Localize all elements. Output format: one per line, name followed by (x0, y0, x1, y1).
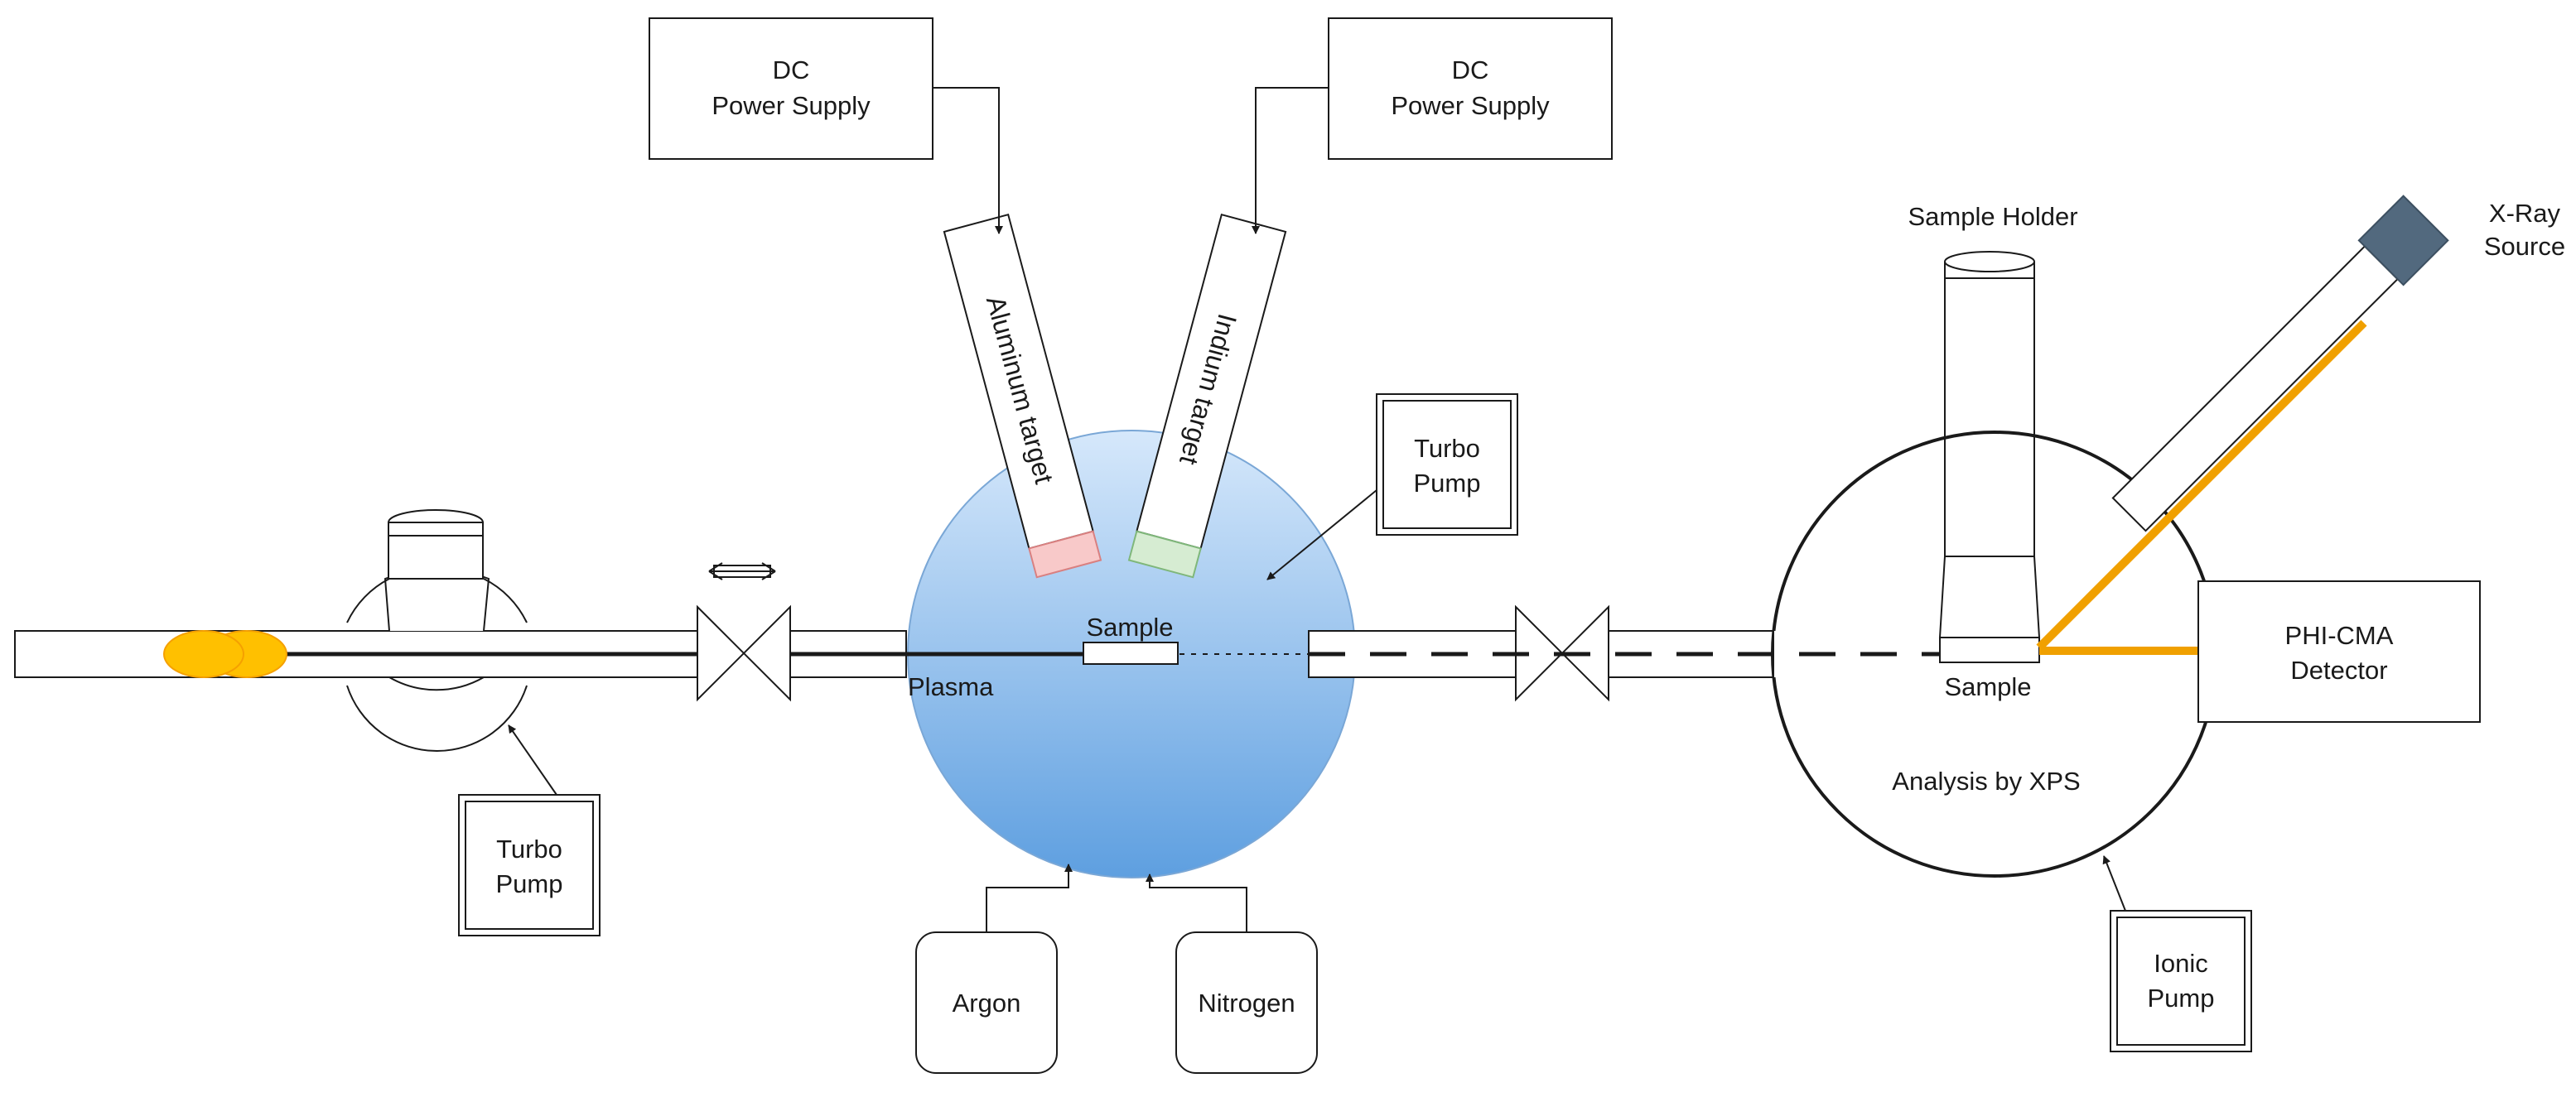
indium-target-tip (1127, 530, 1202, 579)
phi-cma-detector[interactable]: PHI-CMA Detector (2197, 580, 2481, 723)
svg-text:DC: DC (773, 55, 810, 84)
connector-nitrogen-to-chamber (1146, 873, 1247, 932)
dc-power-supply-right[interactable]: DC Power Supply (1328, 17, 1613, 160)
argon-bottle[interactable]: Argon (915, 931, 1058, 1074)
x-ray-source-label-line2: Source (2484, 232, 2565, 261)
plasma-label: Plasma (908, 672, 994, 701)
connector-ionic-pump-to-xps (2102, 855, 2126, 912)
sample-holder-label: Sample Holder (1908, 202, 2077, 231)
svg-text:Argon: Argon (953, 989, 1021, 1018)
connector-dc-right-to-indium (1252, 87, 1329, 234)
left-transfer-tube (14, 630, 702, 678)
svg-text:Turbo: Turbo (496, 835, 562, 864)
svg-text:Nitrogen: Nitrogen (1198, 989, 1295, 1018)
svg-text:Pump: Pump (2148, 984, 2215, 1013)
svg-text:Pump: Pump (1414, 469, 1481, 498)
turbo-pump-plasma[interactable]: Turbo Pump (1376, 393, 1518, 536)
x-ray-beam (2036, 320, 2367, 651)
load-lock-chamber (346, 509, 528, 752)
sample-label-plasma: Sample (1086, 613, 1173, 642)
analysis-by-xps-label: Analysis by XPS (1892, 767, 2080, 796)
connector-turbo-to-plasma (1266, 489, 1377, 580)
left-gate-valve[interactable] (697, 562, 791, 702)
sample-puck (163, 630, 287, 678)
ionic-pump[interactable]: Ionic Pump (2110, 910, 2252, 1052)
svg-text:Turbo: Turbo (1414, 434, 1480, 463)
svg-text:PHI-CMA: PHI-CMA (2285, 621, 2394, 650)
svg-text:DC: DC (1452, 55, 1489, 84)
load-lock-pump-body (388, 522, 484, 580)
nitrogen-bottle[interactable]: Nitrogen (1175, 931, 1318, 1074)
x-ray-source-cap (2357, 195, 2449, 286)
connector-dc-left-to-aluminum (933, 87, 1003, 234)
svg-text:Pump: Pump (496, 869, 563, 898)
x-ray-source-label-line1: X-Ray (2489, 199, 2561, 228)
turbo-pump-load-lock[interactable]: Turbo Pump (458, 794, 601, 936)
x-ray-source[interactable] (2107, 195, 2449, 537)
connector-argon-to-chamber (986, 864, 1073, 932)
svg-text:Ionic: Ionic (2154, 949, 2207, 978)
double-arrow-icon (708, 562, 776, 580)
sample-holder[interactable] (1938, 251, 2041, 663)
sample-label-xps: Sample (1944, 672, 2031, 701)
connector-turbo-to-load-lock (508, 724, 557, 796)
sample-in-plasma[interactable] (1083, 642, 1179, 665)
dc-power-supply-left[interactable]: DC Power Supply (649, 17, 933, 160)
svg-text:Power Supply: Power Supply (712, 91, 871, 120)
svg-text:Power Supply: Power Supply (1391, 91, 1550, 120)
aluminum-target-tip (1028, 530, 1102, 579)
svg-text:Detector: Detector (2290, 656, 2387, 685)
